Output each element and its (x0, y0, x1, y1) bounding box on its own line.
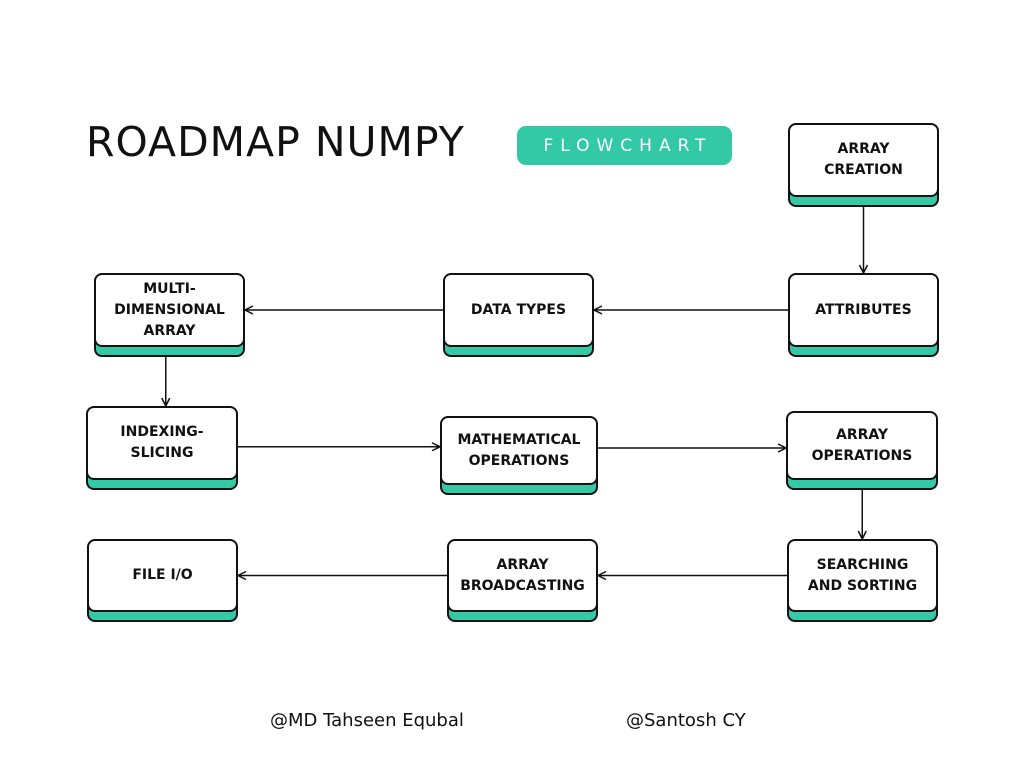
node-label: ARRAY OPERATIONS (811, 426, 913, 464)
node-attributes: ATTRIBUTES (788, 273, 939, 357)
node-searching-and-sorting: SEARCHING AND SORTING (787, 539, 938, 622)
node-label: MATHEMATICAL OPERATIONS (457, 431, 581, 469)
node-array-creation: ARRAY CREATION (788, 123, 939, 207)
node-file-io: FILE I/O (87, 539, 238, 622)
node-label: ATTRIBUTES (815, 301, 912, 318)
node-label: ARRAY CREATION (824, 141, 903, 178)
node-mathematical-operations: MATHEMATICAL OPERATIONS (440, 416, 598, 495)
node-array-broadcasting: ARRAY BROADCASTING (447, 539, 598, 622)
node-array-operations: ARRAY OPERATIONS (786, 411, 938, 490)
node-multi-dimensional-array: MULTI- DIMENSIONAL ARRAY (94, 273, 245, 357)
credit-left: @MD Tahseen Equbal (270, 710, 464, 731)
credit-right: @Santosh CY (626, 710, 746, 731)
node-label: ARRAY BROADCASTING (460, 556, 585, 594)
node-label: MULTI- DIMENSIONAL ARRAY (114, 280, 225, 339)
node-label: DATA TYPES (470, 301, 567, 318)
page-title: ROADMAP NUMPY (86, 118, 465, 166)
node-label: SEARCHING AND SORTING (807, 556, 918, 594)
node-label: INDEXING- SLICING (120, 424, 204, 461)
node-data-types: DATA TYPES (443, 273, 594, 357)
flowchart-badge: FLOWCHART (517, 126, 732, 165)
node-indexing-slicing: INDEXING- SLICING (86, 406, 238, 490)
node-label: FILE I/O (132, 567, 193, 583)
